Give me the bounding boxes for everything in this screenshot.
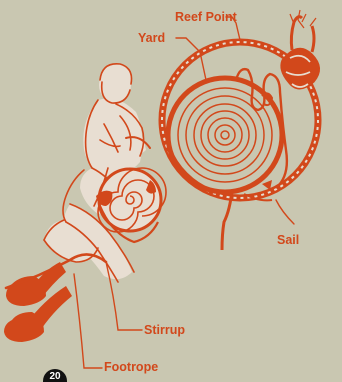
sail-leader [276,200,294,224]
yard-grain [178,88,272,182]
sailor-boots [4,262,72,342]
cross-section-detail [162,10,320,250]
label-footrope: Footrope [104,360,158,374]
reef-point-knot [281,10,320,89]
label-yard: Yard [138,31,165,45]
label-sail: Sail [277,233,299,247]
page-badge-number: 20 [49,371,61,382]
label-reef-point: Reef Point [175,10,238,24]
page-badge: 20 [43,369,67,382]
sailor-figure [4,64,166,342]
label-stirrup: Stirrup [144,323,185,337]
footrope-leader [74,274,102,368]
